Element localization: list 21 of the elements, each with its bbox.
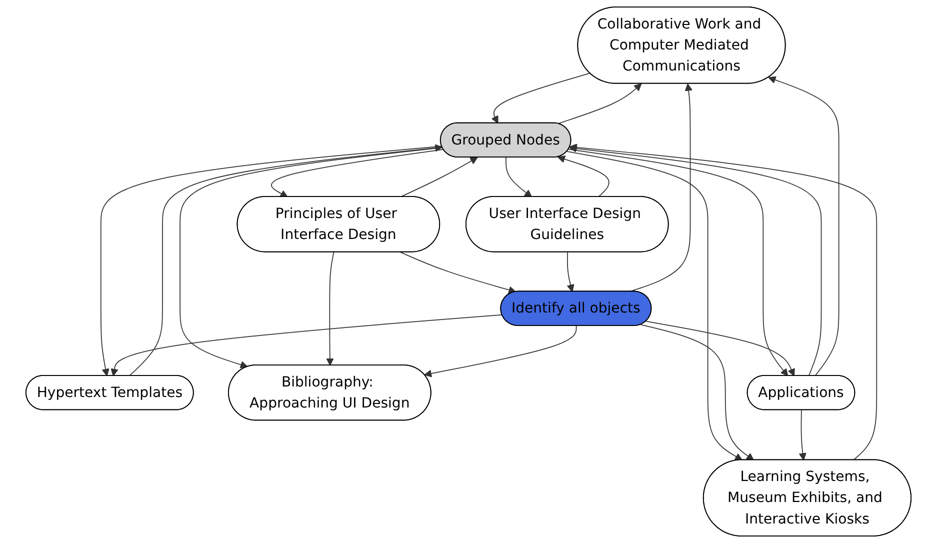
arrow — [491, 72, 590, 124]
arrow — [557, 155, 610, 198]
arrow — [568, 148, 788, 376]
arrow — [400, 252, 516, 294]
arrow — [798, 410, 806, 460]
arrow — [768, 76, 840, 376]
arrow — [570, 144, 878, 461]
arrow — [424, 325, 577, 378]
arrow — [557, 83, 642, 124]
arrow — [569, 144, 822, 376]
arrow — [505, 157, 532, 198]
arrow — [400, 157, 478, 198]
arrow — [110, 314, 503, 376]
arrow — [566, 151, 742, 460]
arrow — [270, 148, 444, 198]
arrow — [326, 252, 334, 366]
arrow — [566, 252, 574, 292]
arrow — [640, 324, 754, 460]
arrow — [646, 320, 795, 376]
arrow — [629, 83, 692, 292]
arrow — [180, 147, 443, 368]
